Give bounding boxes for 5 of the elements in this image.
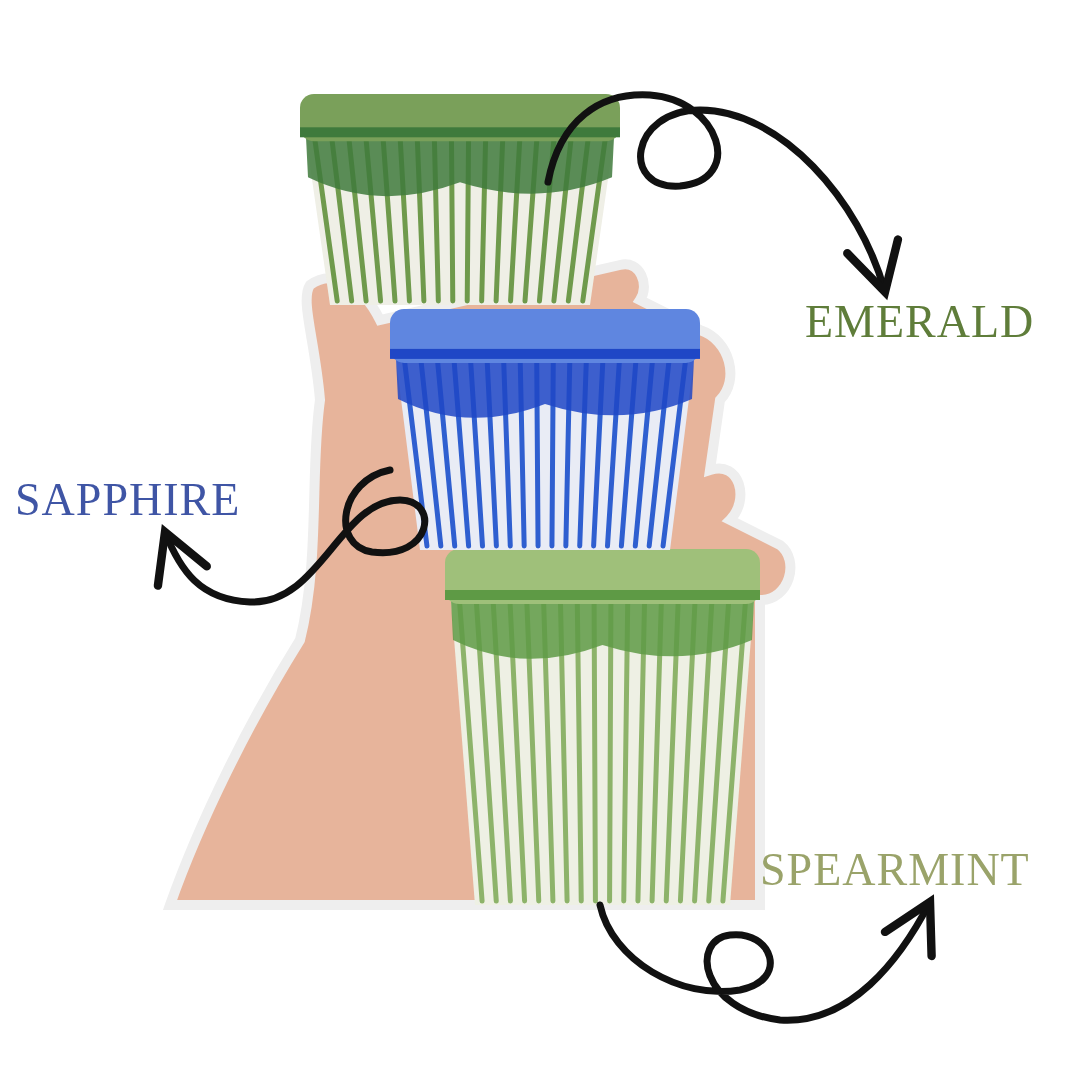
curly-arrow [596, 897, 935, 1024]
color-name-label: SAPPHIRE [15, 470, 241, 530]
curly-arrow [154, 466, 429, 606]
color-name-label: SPEARMINT [760, 840, 1030, 900]
color-name-label: EMERALD [805, 292, 1035, 352]
